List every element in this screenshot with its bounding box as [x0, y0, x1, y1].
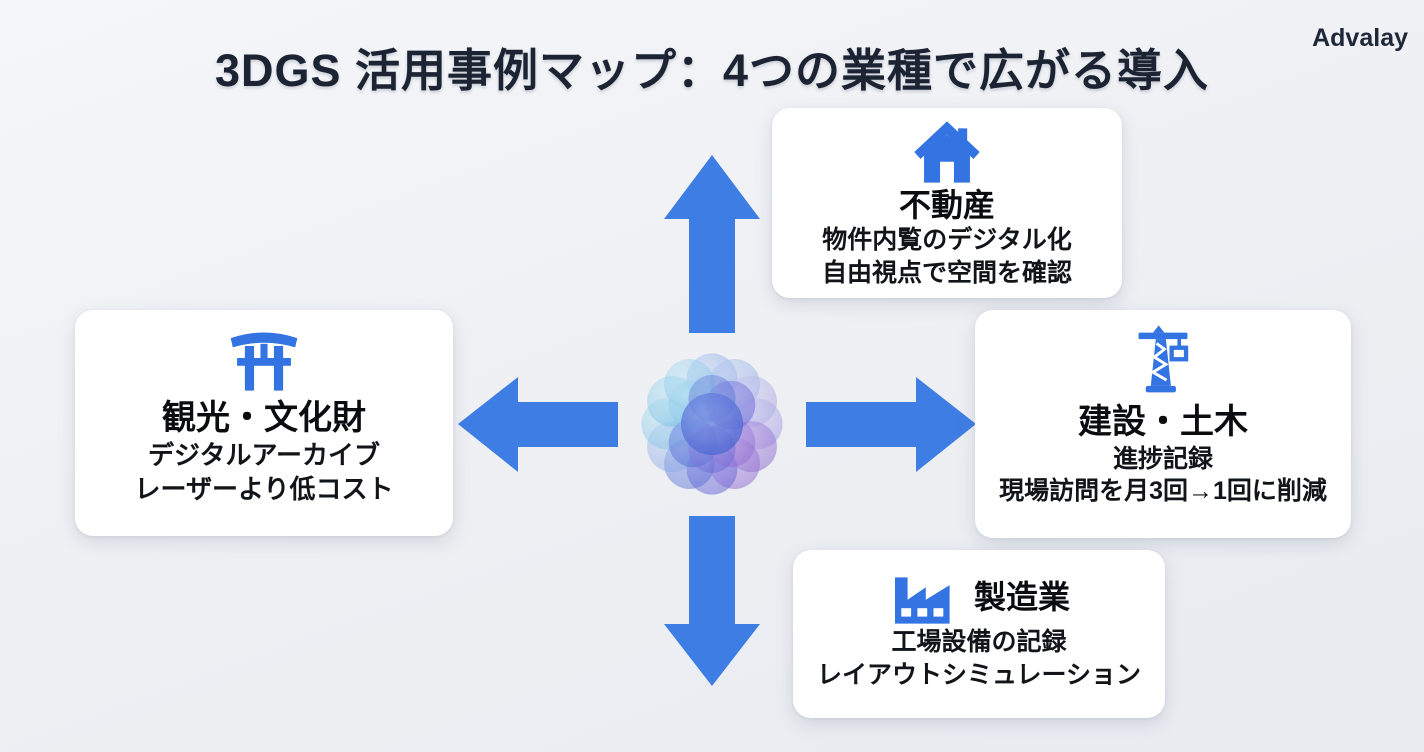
torii-icon — [230, 332, 298, 391]
arrow-up-icon — [664, 155, 760, 333]
gaussian-splat-cluster-graphic — [641, 353, 783, 495]
brand-logo: Advalay — [1312, 24, 1408, 52]
card-line: レーザーより低コスト — [134, 473, 394, 504]
card-title-construction: 建設・土木 — [1078, 403, 1248, 441]
card-real-estate: 不動産 物件内覧のデジタル化 自由視点で空間を確認 — [772, 108, 1122, 298]
card-manufacturing: 製造業 工場設備の記録 レイアウトシミュレーション — [793, 550, 1165, 718]
arrow-down-icon — [664, 516, 760, 686]
card-title-manufacturing: 製造業 — [973, 578, 1070, 615]
card-line: 現場訪問を月3回→1回に削減 — [999, 477, 1327, 506]
arrow-right-icon — [806, 377, 976, 472]
card-line: 工場設備の記録 — [891, 628, 1067, 656]
card-line: レイアウトシミュレーション — [816, 660, 1141, 689]
card-line: 進捗記録 — [1112, 444, 1213, 473]
card-line: 物件内覧のデジタル化 — [822, 226, 1072, 255]
page-title: 3DGS 活用事例マップ：4つの業種で広がる導入 — [214, 45, 1210, 96]
arrow-left-icon — [458, 377, 618, 472]
card-title-real-estate: 不動産 — [898, 187, 995, 223]
card-construction: 建設・土木 進捗記録 現場訪問を月3回→1回に削減 — [975, 310, 1351, 538]
crane-icon — [1138, 325, 1189, 393]
house-icon — [914, 121, 980, 183]
card-tourism-cultural: 観光・文化財 デジタルアーカイブ レーザーより低コスト — [75, 310, 453, 536]
card-line: 自由視点で空間を確認 — [821, 258, 1072, 287]
card-line: デジタルアーカイブ — [148, 439, 380, 470]
card-title-tourism: 観光・文化財 — [162, 399, 366, 437]
factory-icon — [894, 577, 950, 624]
